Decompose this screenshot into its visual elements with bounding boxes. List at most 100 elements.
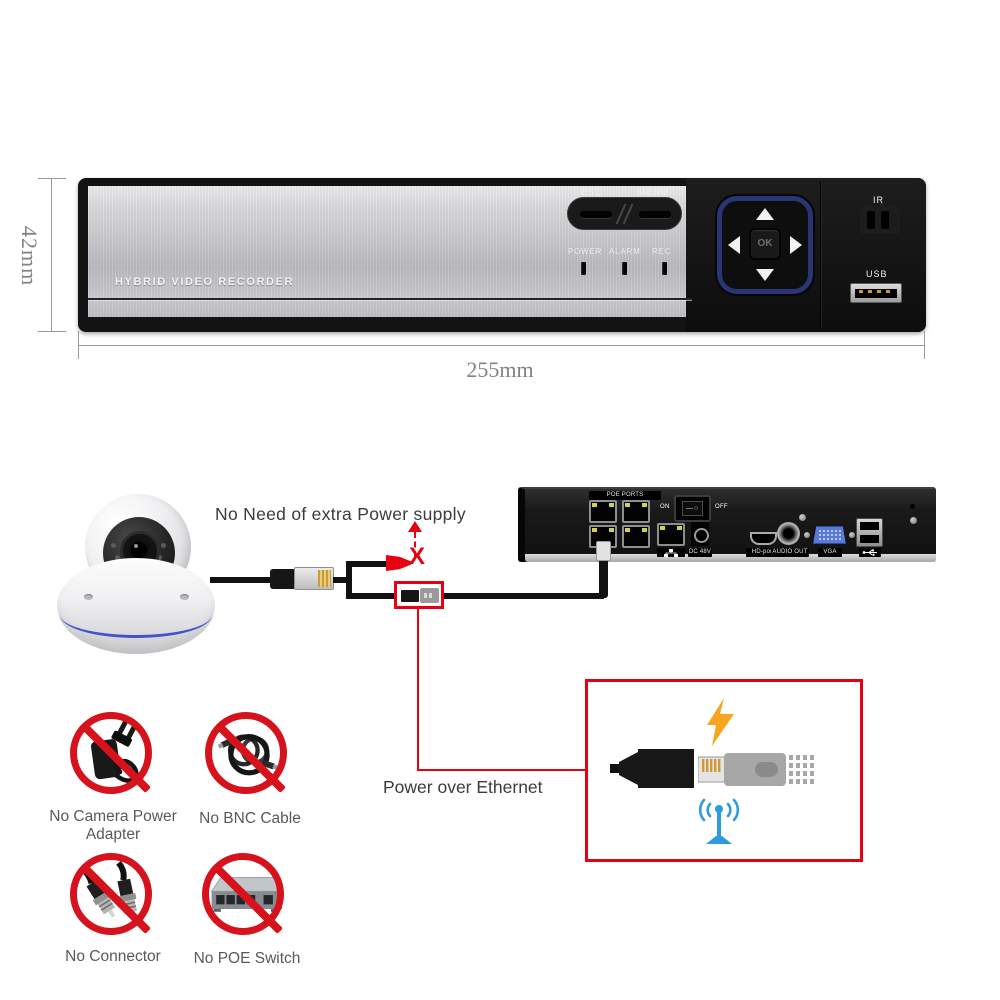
lightning-icon	[707, 698, 734, 746]
poe-illustration-box	[585, 679, 863, 862]
ok-button[interactable]: OK	[749, 228, 781, 260]
usb-pins	[859, 290, 893, 293]
red-callout-line-vertical	[417, 609, 419, 771]
dashed-arrow-line	[414, 532, 416, 557]
cable-split-segment	[346, 561, 352, 599]
arrow-right-icon[interactable]	[790, 236, 802, 254]
arrow-left-icon[interactable]	[728, 236, 740, 254]
power-led-indicator	[581, 262, 586, 275]
camera-blue-stripe	[60, 592, 212, 638]
cable-segment	[333, 577, 351, 583]
width-dimension-cap-right	[924, 331, 925, 359]
height-dimension-cap-bottom	[38, 331, 66, 332]
navigation-pad[interactable]: OK	[717, 196, 813, 294]
menu-button[interactable]	[639, 211, 671, 218]
usb-symbol-icon	[859, 548, 881, 557]
dvr-front-panel: HYBRID VIDEO RECORDER ESC MENU POWER ALA…	[78, 178, 926, 332]
ir-led-dot	[157, 555, 162, 560]
usb-slot	[855, 289, 897, 298]
rec-led-indicator	[662, 262, 667, 275]
prohibition-slash	[218, 725, 286, 793]
nvr-rear-panel: POE PORTS ON —○ OFF DC 48V HD-port AUDIO…	[518, 487, 936, 562]
width-dimension-cap-left	[78, 331, 79, 359]
front-panel-seam	[820, 182, 821, 328]
prohibition-slash	[83, 866, 151, 934]
poe-ports-label: POE PORTS	[589, 491, 661, 500]
red-x-mark: X	[409, 543, 426, 570]
ir-label: IR	[873, 195, 884, 205]
hdmi-port[interactable]	[750, 532, 777, 545]
vga-screw-right	[849, 532, 855, 538]
switch-off-label: OFF	[715, 504, 728, 510]
ban-label-power-adapter: No Camera Power Adapter	[49, 808, 177, 843]
width-dimension-label: 255mm	[466, 357, 534, 382]
esc-button-label: ESC	[581, 187, 603, 197]
poe-port-4[interactable]	[622, 525, 650, 548]
lan-port[interactable]	[657, 523, 685, 546]
usb-slot	[860, 522, 879, 530]
ir-led-dot	[115, 555, 120, 560]
prohibition-circle	[205, 712, 287, 794]
poe-port-2[interactable]	[622, 500, 650, 523]
rec-led-label: REC	[652, 247, 672, 256]
power-switch[interactable]: —○	[674, 495, 711, 522]
coupler-black-plug	[401, 590, 419, 602]
height-dimension-line	[51, 178, 52, 332]
usb-slot	[860, 535, 879, 543]
ban-label-connector: No Connector	[65, 948, 161, 965]
usb-ports-rear[interactable]	[856, 518, 883, 547]
camera-base-screw	[84, 594, 93, 600]
usb-port-front[interactable]	[850, 283, 902, 303]
nvr-bottom-strip	[525, 554, 936, 562]
esc-button[interactable]	[580, 211, 612, 218]
cable-top-branch	[350, 561, 388, 567]
ir-led-dot	[111, 543, 116, 548]
power-rocker[interactable]: —○	[682, 501, 703, 516]
screw	[910, 517, 917, 524]
height-dimension-label: 42mm	[17, 226, 42, 287]
poe-port-1[interactable]	[589, 500, 617, 523]
arrow-down-icon[interactable]	[756, 269, 774, 281]
dashed-arrow-head	[408, 521, 422, 532]
no-power-supply-text: No Need of extra Power supply	[215, 504, 466, 524]
brand-label: HYBRID VIDEO RECORDER	[115, 276, 295, 288]
prohibition-circle	[70, 712, 152, 794]
poe-caption: Power over Ethernet	[383, 777, 543, 797]
ir-slot	[881, 211, 889, 229]
rejected-power-plug-icon	[386, 555, 411, 571]
arrow-up-icon[interactable]	[756, 208, 774, 220]
vga-screw-left	[804, 532, 810, 538]
prohibition-slash	[83, 725, 151, 793]
wifi-antenna-icon	[698, 798, 740, 844]
ir-slot	[867, 211, 875, 229]
red-callout-line-horizontal	[417, 769, 587, 771]
faceplate-divider	[88, 298, 692, 300]
audio-out-jack[interactable]	[777, 522, 800, 545]
hd-port-label: HD-port	[746, 548, 780, 557]
ir-led-dot	[161, 543, 166, 548]
cable-bottom-branch	[346, 593, 604, 599]
height-dimension-cap-top	[38, 178, 66, 179]
audio-out-label: AUDIO OUT	[771, 548, 809, 557]
ir-receiver-window	[860, 206, 900, 234]
usb-label: USB	[866, 269, 888, 279]
poe-coupler-highlight-box	[394, 581, 444, 609]
network-icon	[657, 548, 685, 557]
esc-menu-button-group[interactable]	[567, 197, 682, 230]
menu-button-label: MENU	[638, 187, 669, 197]
ban-label-poe-switch: No POE Switch	[193, 950, 301, 967]
prohibition-circle	[202, 853, 284, 935]
screw	[799, 514, 806, 521]
camera-base-screw	[180, 594, 189, 600]
ban-label-bnc-cable: No BNC Cable	[199, 810, 301, 827]
ethernet-plug-icon	[698, 753, 814, 786]
width-dimension-line	[78, 345, 925, 346]
faceplate-divider-highlight	[88, 300, 692, 301]
vent-hole	[910, 504, 915, 509]
camera-lens-glint	[134, 544, 138, 548]
dc-power-jack[interactable]	[691, 522, 709, 546]
prohibition-slash	[215, 866, 283, 934]
inline-rj45-gold-pins	[318, 570, 331, 587]
vga-port[interactable]	[813, 526, 846, 544]
